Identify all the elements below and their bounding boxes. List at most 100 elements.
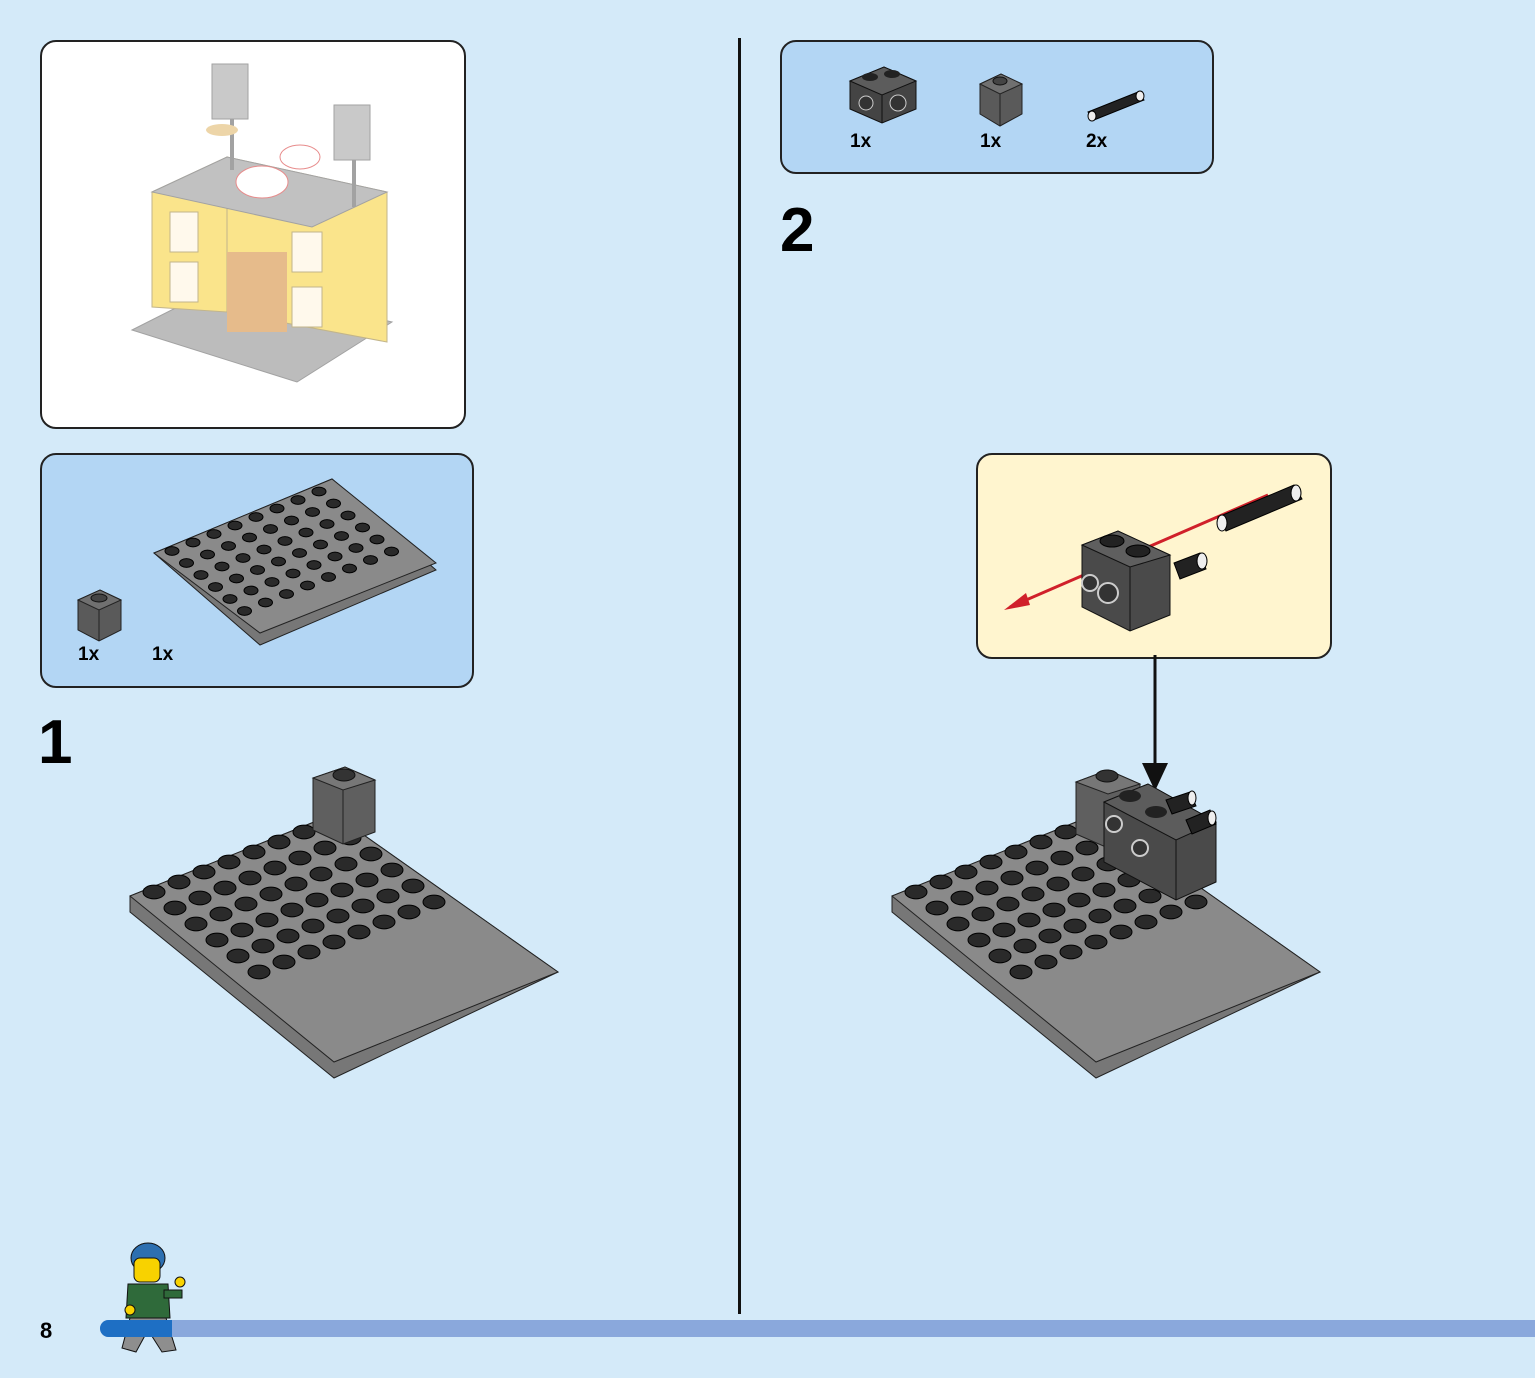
stud: [263, 524, 278, 534]
stud: [267, 834, 291, 850]
stud: [1021, 886, 1045, 902]
stud: [234, 896, 258, 912]
minifigure-walking-icon: [121, 1242, 186, 1353]
stud: [1138, 888, 1162, 904]
stud: [164, 546, 180, 556]
part-qty: 2x: [1086, 131, 1108, 152]
stud: [359, 846, 383, 862]
stud: [305, 892, 329, 908]
stud: [205, 932, 229, 948]
stud: [319, 519, 335, 529]
stud: [322, 934, 346, 950]
stud: [243, 585, 259, 596]
stud: [297, 944, 321, 960]
stud: [1050, 850, 1074, 866]
plate-6x8-dark-gray-icon: [153, 478, 437, 646]
stud: [285, 568, 301, 579]
stud: [313, 840, 337, 856]
stud: [1046, 876, 1070, 892]
stud: [238, 870, 262, 886]
stud: [1184, 894, 1208, 910]
stud: [179, 558, 194, 568]
stud: [301, 918, 325, 934]
stud: [372, 914, 396, 930]
stud: [1009, 964, 1033, 980]
stud: [334, 531, 349, 541]
stud: [975, 880, 999, 896]
part-qty: 1x: [850, 131, 872, 152]
stud: [185, 537, 201, 548]
step2-parts-list: 1x 1x 2x: [780, 40, 1214, 174]
stud: [321, 572, 336, 582]
step1-assembly-image: [129, 766, 560, 1079]
stud: [355, 872, 379, 888]
stud: [351, 898, 375, 914]
stud: [954, 864, 978, 880]
stud: [376, 888, 400, 904]
stud: [305, 507, 320, 517]
stud: [300, 580, 315, 591]
stud: [217, 854, 241, 870]
stud: [369, 534, 385, 545]
brick-1x1-dark-gray-icon: [978, 73, 1024, 127]
stud: [247, 964, 271, 980]
stud: [929, 874, 953, 890]
stud: [1025, 860, 1049, 876]
step2-assembly-image: [891, 769, 1322, 1079]
stud: [355, 522, 370, 533]
stud: [1054, 824, 1078, 840]
stud: [979, 854, 1003, 870]
insert-pins-callout-image: [1004, 484, 1303, 632]
stud: [284, 515, 299, 526]
stud: [384, 546, 399, 557]
page-progress-fill: [100, 1320, 172, 1337]
stud: [227, 520, 243, 531]
stud: [259, 886, 283, 902]
technic-pin-black-icon: [1087, 90, 1145, 122]
stud: [258, 597, 273, 608]
part-qty: 1x: [78, 644, 100, 665]
stud: [397, 904, 421, 920]
stud: [256, 544, 272, 555]
stud: [213, 880, 237, 896]
stud: [311, 486, 327, 497]
stud: [334, 856, 358, 872]
stud: [192, 864, 216, 880]
stud: [401, 878, 425, 894]
stud: [380, 862, 404, 878]
stud: [277, 536, 293, 546]
stud: [235, 553, 251, 563]
stud: [327, 551, 343, 562]
stud: [992, 922, 1016, 938]
stud: [904, 884, 928, 900]
stud: [950, 890, 974, 906]
stud: [209, 906, 233, 922]
stud: [167, 874, 191, 890]
stud: [230, 922, 254, 938]
stud: [1075, 840, 1099, 856]
stud: [288, 850, 312, 866]
stud: [1084, 934, 1108, 950]
stud: [1038, 928, 1062, 944]
stud: [290, 495, 306, 505]
stud: [925, 900, 949, 916]
stud: [272, 954, 296, 970]
stud: [1092, 882, 1116, 898]
stud: [193, 570, 209, 580]
stud: [988, 948, 1012, 964]
stud: [1000, 870, 1024, 886]
stud: [237, 606, 252, 616]
page-progress-bar: [100, 1320, 1535, 1337]
stud: [1063, 918, 1087, 934]
stud: [1029, 834, 1053, 850]
technic-brick-1x2-black-icon: [848, 66, 918, 124]
callout-pointer-arrow: [1142, 655, 1168, 791]
stud: [309, 866, 333, 882]
stud: [221, 541, 236, 551]
stud: [1067, 892, 1091, 908]
stud: [200, 549, 215, 560]
part-qty: 1x: [980, 131, 1002, 152]
stud: [184, 916, 208, 932]
stud: [326, 498, 341, 509]
stud: [206, 529, 222, 539]
